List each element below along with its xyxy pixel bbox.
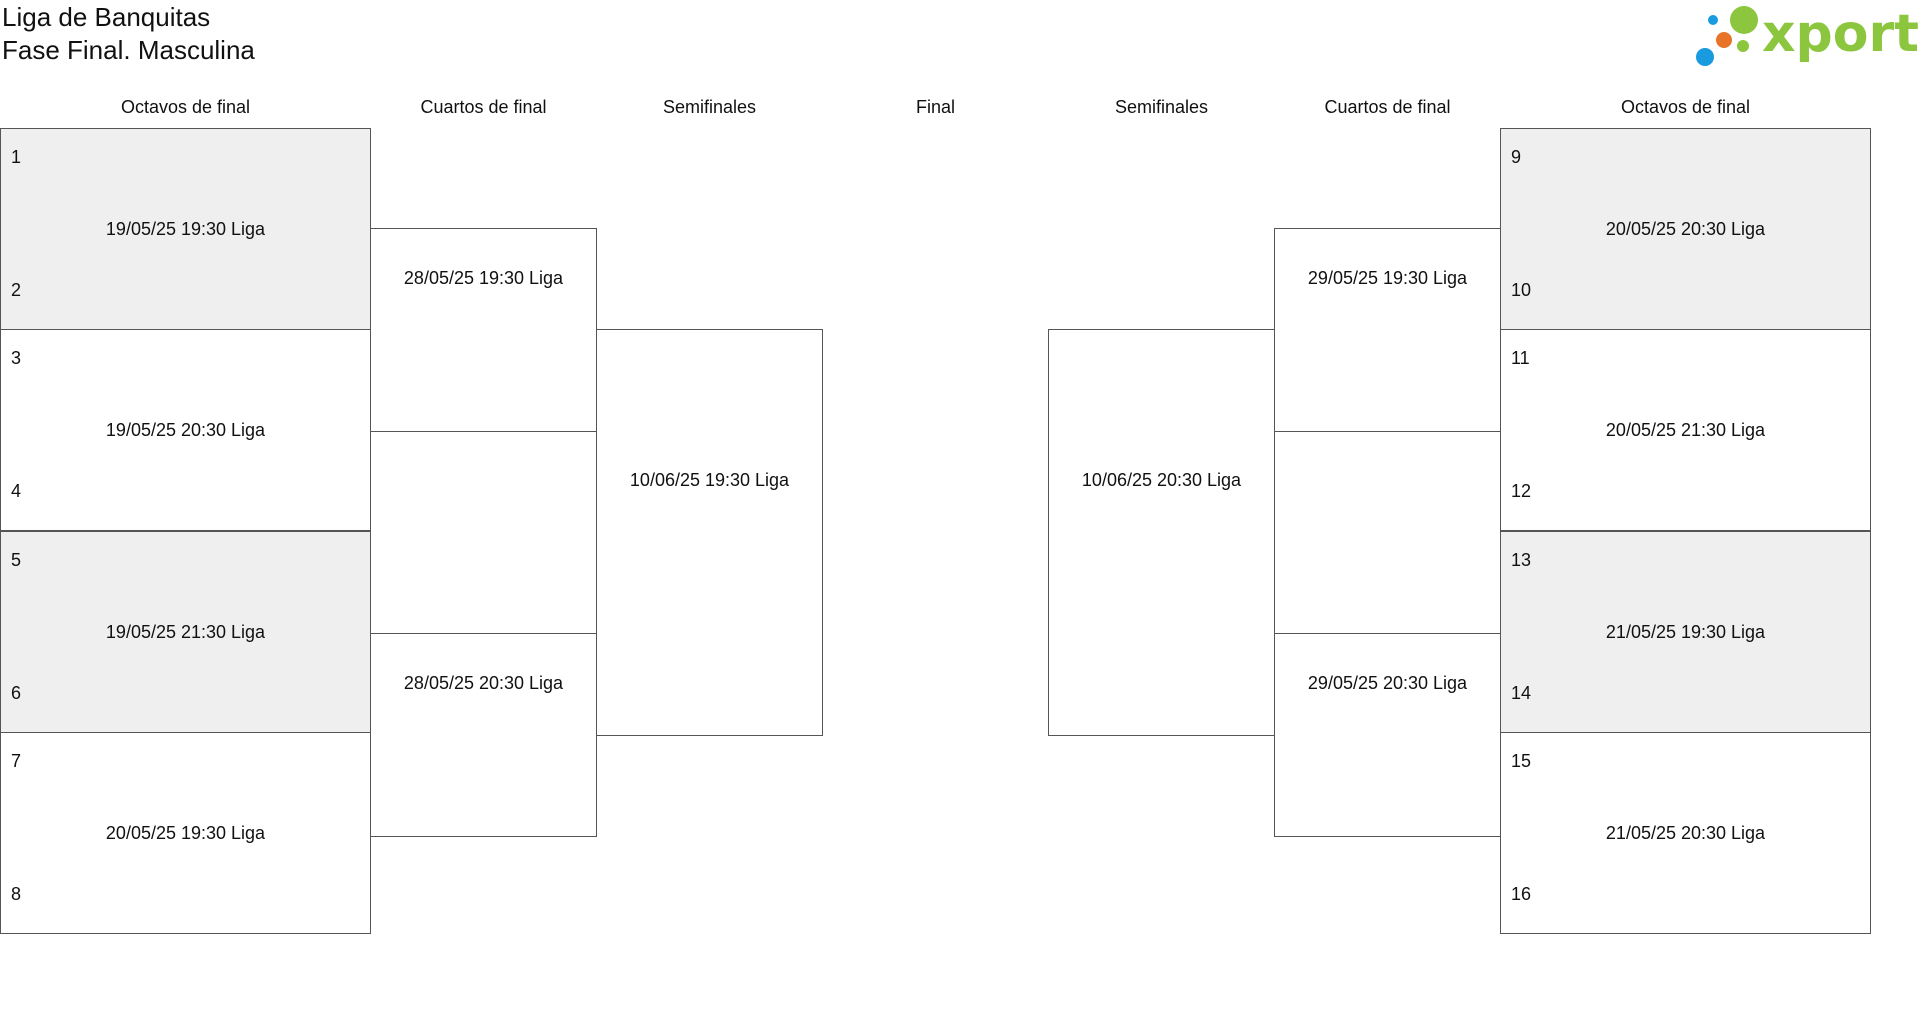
match-schedule: 20/05/25 20:30 Liga xyxy=(1605,219,1766,239)
logo-dot-blue xyxy=(1696,48,1714,66)
match-schedule: 20/05/25 21:30 Liga xyxy=(1605,420,1766,440)
match-box-right-r16-1[interactable]: 9 20/05/25 20:30 Liga 10 xyxy=(1500,128,1871,330)
match-box-left-r16-4[interactable]: 7 20/05/25 19:30 Liga 8 xyxy=(0,732,371,934)
seed-label: 5 xyxy=(11,550,22,570)
column-heading-left-qf: Cuartos de final xyxy=(420,97,547,117)
page-subtitle: Fase Final. Masculina xyxy=(2,35,255,65)
match-schedule: 29/05/25 19:30 Liga xyxy=(1307,268,1468,288)
seed-label: 3 xyxy=(11,348,22,368)
seed-label: 8 xyxy=(11,884,22,904)
column-heading-right-qf: Cuartos de final xyxy=(1324,97,1451,117)
seed-label: 2 xyxy=(11,280,22,300)
match-schedule: 21/05/25 20:30 Liga xyxy=(1605,823,1766,843)
seed-label: 11 xyxy=(1511,348,1530,368)
match-schedule: 19/05/25 19:30 Liga xyxy=(105,219,266,239)
match-schedule: 19/05/25 20:30 Liga xyxy=(105,420,266,440)
page-title: Liga de Banquitas xyxy=(2,2,211,32)
match-schedule: 21/05/25 19:30 Liga xyxy=(1605,622,1766,642)
match-box-left-qf-1[interactable]: 28/05/25 19:30 Liga xyxy=(370,228,597,432)
logo-dot-green xyxy=(1730,6,1758,34)
seed-label: 12 xyxy=(1511,481,1532,501)
match-box-left-qf-2[interactable]: 28/05/25 20:30 Liga xyxy=(370,633,597,837)
xporty-logo: xporty xyxy=(1694,2,1920,68)
match-schedule: 29/05/25 20:30 Liga xyxy=(1307,673,1468,693)
logo-dot-green-small xyxy=(1737,40,1749,52)
match-box-right-r16-2[interactable]: 11 20/05/25 21:30 Liga 12 xyxy=(1500,329,1871,531)
match-box-right-qf-2[interactable]: 29/05/25 20:30 Liga xyxy=(1274,633,1501,837)
logo-dot-blue-small xyxy=(1708,15,1718,25)
match-box-left-sf[interactable]: 10/06/25 19:30 Liga xyxy=(596,329,823,736)
column-heading-final: Final xyxy=(915,97,955,117)
match-box-right-qf-1[interactable]: 29/05/25 19:30 Liga xyxy=(1274,228,1501,432)
match-box-right-r16-4[interactable]: 15 21/05/25 20:30 Liga 16 xyxy=(1500,732,1871,934)
match-schedule: 28/05/25 20:30 Liga xyxy=(403,673,564,693)
match-schedule: 10/06/25 19:30 Liga xyxy=(629,470,790,490)
seed-label: 6 xyxy=(11,683,22,703)
column-heading-right-r16: Octavos de final xyxy=(1620,97,1751,117)
column-heading-right-sf: Semifinales xyxy=(1114,97,1209,117)
logo-dot-orange xyxy=(1716,32,1732,48)
match-box-right-sf[interactable]: 10/06/25 20:30 Liga xyxy=(1048,329,1275,736)
match-schedule: 20/05/25 19:30 Liga xyxy=(105,823,266,843)
match-box-left-r16-3[interactable]: 5 19/05/25 21:30 Liga 6 xyxy=(0,531,371,733)
seed-label: 9 xyxy=(1511,147,1522,167)
seed-label: 7 xyxy=(11,751,22,771)
seed-label: 13 xyxy=(1511,550,1532,570)
seed-label: 15 xyxy=(1511,751,1532,771)
match-box-left-r16-2[interactable]: 3 19/05/25 20:30 Liga 4 xyxy=(0,329,371,531)
seed-label: 1 xyxy=(11,147,22,167)
match-box-left-r16-1[interactable]: 1 19/05/25 19:30 Liga 2 xyxy=(0,128,371,330)
match-schedule: 10/06/25 20:30 Liga xyxy=(1081,470,1242,490)
seed-label: 4 xyxy=(11,481,22,501)
seed-label: 16 xyxy=(1511,884,1532,904)
match-schedule: 28/05/25 19:30 Liga xyxy=(403,268,564,288)
column-heading-left-sf: Semifinales xyxy=(662,97,757,117)
match-schedule: 19/05/25 21:30 Liga xyxy=(105,622,266,642)
column-heading-left-r16: Octavos de final xyxy=(120,97,251,117)
match-box-right-r16-3[interactable]: 13 21/05/25 19:30 Liga 14 xyxy=(1500,531,1871,733)
seed-label: 14 xyxy=(1511,683,1532,703)
logo-wordmark: xporty xyxy=(1762,4,1920,64)
seed-label: 10 xyxy=(1511,280,1532,300)
